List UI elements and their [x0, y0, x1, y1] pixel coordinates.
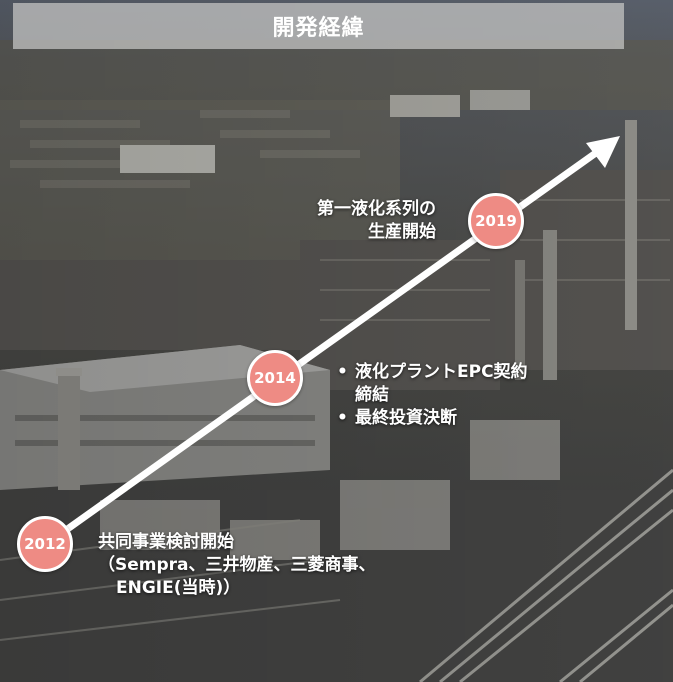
- milestone-2012-circle: 2012: [17, 516, 73, 572]
- annotation-line: ENGIE(当時)）: [116, 578, 241, 598]
- annotation-line: 第一液化系列の: [317, 199, 436, 219]
- annotation-line: 共同事業検討開始: [98, 532, 234, 552]
- milestone-2012-text: 共同事業検討開始 （Sempra、三井物産、三菱商事、 ENGIE(当時)）: [98, 531, 376, 600]
- page-title: 開発経緯: [272, 16, 365, 41]
- bullet-line: 液化プラントEPC契約: [355, 362, 528, 382]
- bullet-dot-icon: •: [337, 362, 348, 382]
- arrow-head-icon: [586, 136, 620, 168]
- annotation-line: 生産開始: [368, 222, 436, 242]
- milestone-2019-text: 第一液化系列の 生産開始: [236, 198, 436, 244]
- bullet-line: 最終投資決断: [355, 408, 457, 428]
- bullet-item: • 液化プラントEPC契約 締結: [337, 361, 528, 407]
- milestone-2019-circle: 2019: [468, 193, 524, 249]
- milestone-2014-text: • 液化プラントEPC契約 締結 • 最終投資決断: [337, 361, 528, 430]
- title-banner: 開発経緯: [13, 3, 624, 49]
- annotation-line: （Sempra、三井物産、三菱商事、: [98, 555, 376, 575]
- milestone-2014-circle: 2014: [247, 350, 303, 406]
- bullet-line: 締結: [355, 385, 389, 405]
- milestone-year: 2019: [475, 212, 517, 230]
- milestone-year: 2012: [24, 535, 66, 553]
- milestone-year: 2014: [254, 369, 296, 387]
- bullet-item: • 最終投資決断: [337, 407, 528, 430]
- bullet-dot-icon: •: [337, 408, 348, 428]
